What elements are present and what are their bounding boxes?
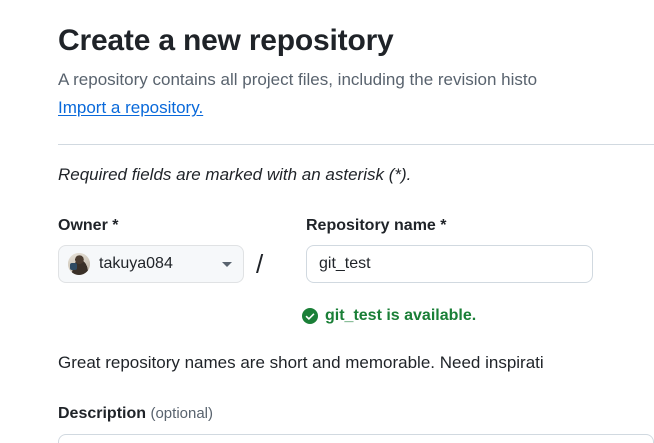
description-field: Description (optional) (58, 405, 654, 443)
owner-line: takuya084 / (58, 245, 290, 284)
owner-field: Owner * takuya084 / (58, 215, 290, 284)
page-title: Create a new repository (58, 24, 394, 57)
availability-text: git_test is available. (325, 307, 477, 324)
description-optional-label: (optional) (150, 405, 214, 422)
page-subtitle: A repository contains all project files,… (58, 69, 538, 89)
check-circle-icon (302, 308, 318, 324)
description-label: Description (58, 405, 147, 422)
repository-name-label: Repository name * (306, 217, 447, 234)
owner-select-button[interactable]: takuya084 (58, 245, 244, 284)
path-separator: / (256, 249, 264, 280)
owner-label: Owner * (58, 217, 119, 234)
repository-name-input[interactable] (306, 245, 593, 284)
required-fields-note: Required fields are marked with an aster… (58, 165, 412, 184)
import-a-repository-link[interactable]: Import a repository. (58, 98, 204, 117)
chevron-down-icon (212, 261, 232, 267)
owner-name-label: takuya084 (99, 255, 173, 273)
avatar (68, 253, 90, 276)
repository-name-field: Repository name * (306, 215, 593, 284)
description-input[interactable] (58, 434, 654, 443)
owner-and-name-row: Owner * takuya084 / Repository name * (58, 215, 593, 284)
header-block: Create a new repository A repository con… (58, 0, 654, 121)
availability-status: git_test is available. (302, 307, 476, 325)
repository-name-helper-text: Great repository names are short and mem… (58, 353, 544, 372)
section-divider (58, 144, 654, 145)
